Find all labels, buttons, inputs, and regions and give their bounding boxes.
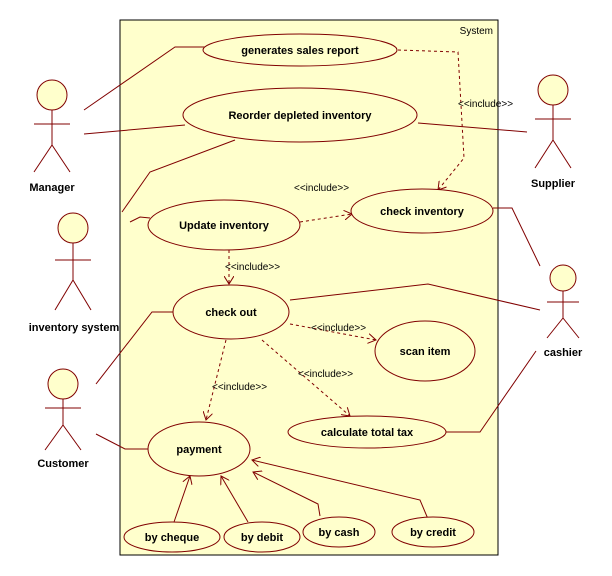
gen-debit-payment — [221, 476, 249, 523]
use-case-label: Update inventory — [179, 220, 270, 232]
use-case-label: check inventory — [380, 206, 465, 218]
include-checkout-scan — [289, 323, 376, 340]
use-case-reorder-depleted-inventory[interactable]: Reorder depleted inventory — [182, 87, 418, 143]
use-case-label: by credit — [410, 527, 456, 539]
gen-cash-payment — [253, 472, 321, 517]
gen-credit-payment — [252, 460, 429, 520]
use-case-update-inventory[interactable]: Update inventory — [147, 199, 301, 251]
assoc-update-hook — [129, 216, 151, 223]
use-case-check-out[interactable]: check out — [172, 284, 290, 340]
assoc-checkout-cashier — [289, 283, 541, 311]
use-case-scan-item[interactable]: scan item — [374, 320, 476, 382]
include-checkout-tax — [261, 339, 350, 416]
include-label-update-check: <<include>> — [294, 183, 349, 194]
payment-generalizations — [173, 460, 429, 523]
actor-label: cashier — [544, 347, 583, 359]
actor-label: inventory system — [29, 322, 120, 334]
use-case-label: generates sales report — [241, 45, 359, 57]
assoc-tax-cashier — [440, 350, 537, 433]
include-label-tax: <<include>> — [298, 369, 353, 380]
include-label-update-checkout: <<include>> — [225, 262, 280, 273]
use-case-by-debit[interactable]: by debit — [223, 521, 301, 553]
assoc-inventory-system-update — [121, 139, 236, 213]
include-label-scan: <<include>> — [311, 323, 366, 334]
assoc-manager-reorder — [83, 124, 186, 135]
actor-label: Supplier — [531, 178, 576, 190]
gen-cheque-payment — [173, 476, 190, 523]
include-checkout-payment — [206, 339, 227, 420]
actor-head — [549, 264, 577, 292]
use-case-label: by cheque — [145, 532, 199, 544]
use-case-label: payment — [176, 444, 222, 456]
use-case-label: by cash — [319, 527, 360, 539]
use-case-generates-sales-report[interactable]: generates sales report — [202, 33, 398, 67]
include-update-check-inventory — [299, 214, 352, 223]
assoc-reorder-supplier — [417, 122, 528, 133]
actor-label: Manager — [29, 182, 75, 194]
actor-manager[interactable]: Manager — [29, 79, 75, 194]
assoc-check-inventory-cashier — [493, 207, 541, 267]
actor-inventory-system[interactable]: inventory system — [29, 212, 120, 334]
assoc-customer-payment — [95, 433, 149, 450]
use-case-label: by debit — [241, 532, 284, 544]
use-cases: generates sales report Reorder depleted … — [123, 33, 494, 553]
use-case-label: scan item — [400, 346, 451, 358]
actor-supplier[interactable]: Supplier — [531, 74, 576, 190]
assoc-manager-sales-report — [83, 46, 205, 111]
use-case-by-cheque[interactable]: by cheque — [123, 521, 221, 553]
assoc-customer-checkout — [95, 311, 173, 385]
actor-head — [36, 79, 68, 111]
actor-label: Customer — [37, 458, 89, 470]
use-case-payment[interactable]: payment — [147, 421, 251, 477]
include-dependencies — [206, 49, 465, 420]
use-case-label: Reorder depleted inventory — [228, 110, 372, 122]
associations — [83, 46, 541, 450]
use-case-calculate-total-tax[interactable]: calculate total tax — [287, 415, 447, 449]
use-case-by-credit[interactable]: by credit — [391, 516, 475, 548]
actor-cashier[interactable]: cashier — [544, 264, 583, 359]
include-labels: <<include>> <<include>> <<include>> <<in… — [212, 99, 513, 393]
actor-customer[interactable]: Customer — [37, 368, 89, 470]
actor-head — [537, 74, 569, 106]
include-report-check-inventory — [397, 49, 465, 190]
include-label-payment: <<include>> — [212, 382, 267, 393]
use-case-by-cash[interactable]: by cash — [302, 516, 376, 548]
actor-head — [47, 368, 79, 400]
actor-head — [57, 212, 89, 244]
system-title: System — [460, 26, 493, 37]
use-case-label: calculate total tax — [321, 427, 414, 439]
use-case-label: check out — [205, 307, 257, 319]
use-case-check-inventory[interactable]: check inventory — [350, 188, 494, 234]
include-label-report: <<include>> — [458, 99, 513, 110]
